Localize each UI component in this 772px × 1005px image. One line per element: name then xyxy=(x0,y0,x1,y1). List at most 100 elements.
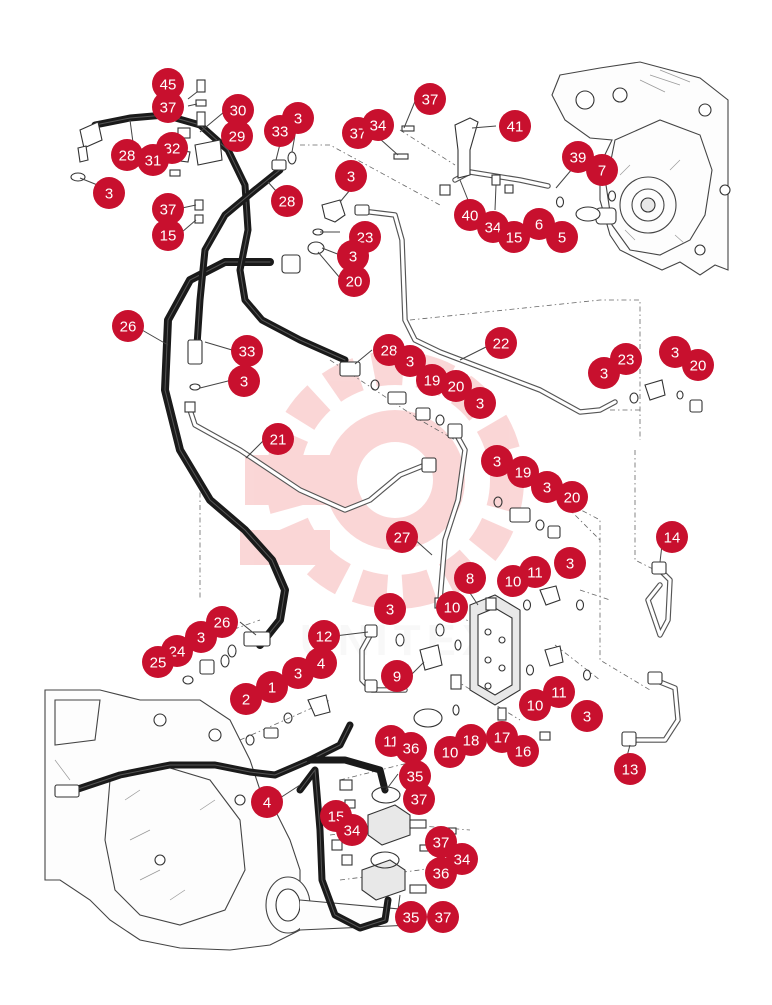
callout-circle xyxy=(656,521,688,553)
callout-number: 3 xyxy=(347,169,355,186)
callout-3: 3 xyxy=(554,547,586,579)
callout-circle xyxy=(499,110,531,142)
callout-number: 10 xyxy=(444,600,461,617)
callout-circle xyxy=(395,732,427,764)
callout-circle xyxy=(228,365,260,397)
callout-3: 3 xyxy=(335,160,367,192)
callout-37: 37 xyxy=(152,91,184,123)
callout-20: 20 xyxy=(682,349,714,381)
callout-3: 3 xyxy=(282,657,314,689)
callout-36: 36 xyxy=(425,857,457,889)
callout-3: 3 xyxy=(531,471,563,503)
callout-circle xyxy=(152,193,184,225)
callout-number: 20 xyxy=(448,379,465,396)
callout-circle xyxy=(362,109,394,141)
callout-number: 34 xyxy=(370,118,387,135)
callout-3: 3 xyxy=(93,177,125,209)
callout-number: 30 xyxy=(230,103,247,120)
callout-circle xyxy=(262,423,294,455)
callout-circle xyxy=(414,83,446,115)
callout-circle xyxy=(142,646,174,678)
callout-circle xyxy=(519,689,551,721)
callout-2: 2 xyxy=(230,683,262,715)
callout-number: 3 xyxy=(386,602,394,619)
callout-circle xyxy=(271,185,303,217)
callout-33: 33 xyxy=(264,115,296,147)
callout-circle xyxy=(440,370,472,402)
fittings xyxy=(54,79,703,901)
callout-circle xyxy=(485,327,517,359)
callout-circle xyxy=(464,387,496,419)
callout-number: 19 xyxy=(515,465,532,482)
callout-number: 37 xyxy=(160,100,177,117)
callout-circle xyxy=(222,94,254,126)
callout-circle xyxy=(152,91,184,123)
callout-number: 41 xyxy=(507,119,524,136)
callout-22: 22 xyxy=(485,327,517,359)
callout-29: 29 xyxy=(221,120,253,152)
callout-number: 37 xyxy=(411,792,428,809)
callout-circle xyxy=(519,556,551,588)
callout-20: 20 xyxy=(556,481,588,513)
callout-circle xyxy=(614,753,646,785)
callout-11: 11 xyxy=(519,556,551,588)
callout-19: 19 xyxy=(416,364,448,396)
callout-number: 3 xyxy=(583,709,591,726)
callout-number: 10 xyxy=(527,698,544,715)
callout-circle xyxy=(556,481,588,513)
callout-3: 3 xyxy=(394,345,426,377)
callout-5: 5 xyxy=(546,221,578,253)
callout-circle xyxy=(610,343,642,375)
callout-circle xyxy=(395,901,427,933)
callout-number: 27 xyxy=(394,530,411,547)
callout-circle xyxy=(498,221,530,253)
callout-number: 5 xyxy=(558,230,566,247)
callout-number: 40 xyxy=(462,208,479,225)
callout-30: 30 xyxy=(222,94,254,126)
callout-31: 31 xyxy=(137,144,169,176)
callout-1: 1 xyxy=(256,671,288,703)
callout-number: 15 xyxy=(160,228,177,245)
callout-circle xyxy=(231,335,263,367)
callout-26: 26 xyxy=(206,606,238,638)
callout-number: 3 xyxy=(349,249,357,266)
callout-number: 3 xyxy=(493,454,501,471)
callout-circle xyxy=(230,683,262,715)
callout-number: 4 xyxy=(317,656,325,673)
callout-circle xyxy=(562,141,594,173)
callout-number: 34 xyxy=(485,220,502,237)
callout-number: 37 xyxy=(350,126,367,143)
callout-circle xyxy=(586,154,618,186)
callout-circle xyxy=(152,219,184,251)
callout-number: 33 xyxy=(239,344,256,361)
callout-3: 3 xyxy=(481,445,513,477)
callout-10: 10 xyxy=(436,591,468,623)
callout-33: 33 xyxy=(231,335,263,367)
callout-number: 10 xyxy=(505,574,522,591)
callout-number: 37 xyxy=(435,910,452,927)
callout-circle xyxy=(682,349,714,381)
callout-3: 3 xyxy=(374,593,406,625)
callout-circle xyxy=(381,660,413,692)
callout-37: 37 xyxy=(152,193,184,225)
callout-circle xyxy=(571,700,603,732)
callout-circle xyxy=(454,562,486,594)
callout-number: 32 xyxy=(164,141,181,158)
callout-19: 19 xyxy=(507,456,539,488)
callout-number: 20 xyxy=(564,490,581,507)
callout-26: 26 xyxy=(112,310,144,342)
callout-28: 28 xyxy=(271,185,303,217)
callout-circle xyxy=(425,857,457,889)
callout-circle xyxy=(93,177,125,209)
callout-number: 14 xyxy=(664,530,681,547)
callout-37: 37 xyxy=(414,83,446,115)
callout-15: 15 xyxy=(152,219,184,251)
callout-34: 34 xyxy=(336,814,368,846)
callout-number: 15 xyxy=(506,230,523,247)
callout-circle xyxy=(308,620,340,652)
callout-number: 8 xyxy=(466,571,474,588)
callout-10: 10 xyxy=(519,689,551,721)
callout-number: 37 xyxy=(433,835,450,852)
